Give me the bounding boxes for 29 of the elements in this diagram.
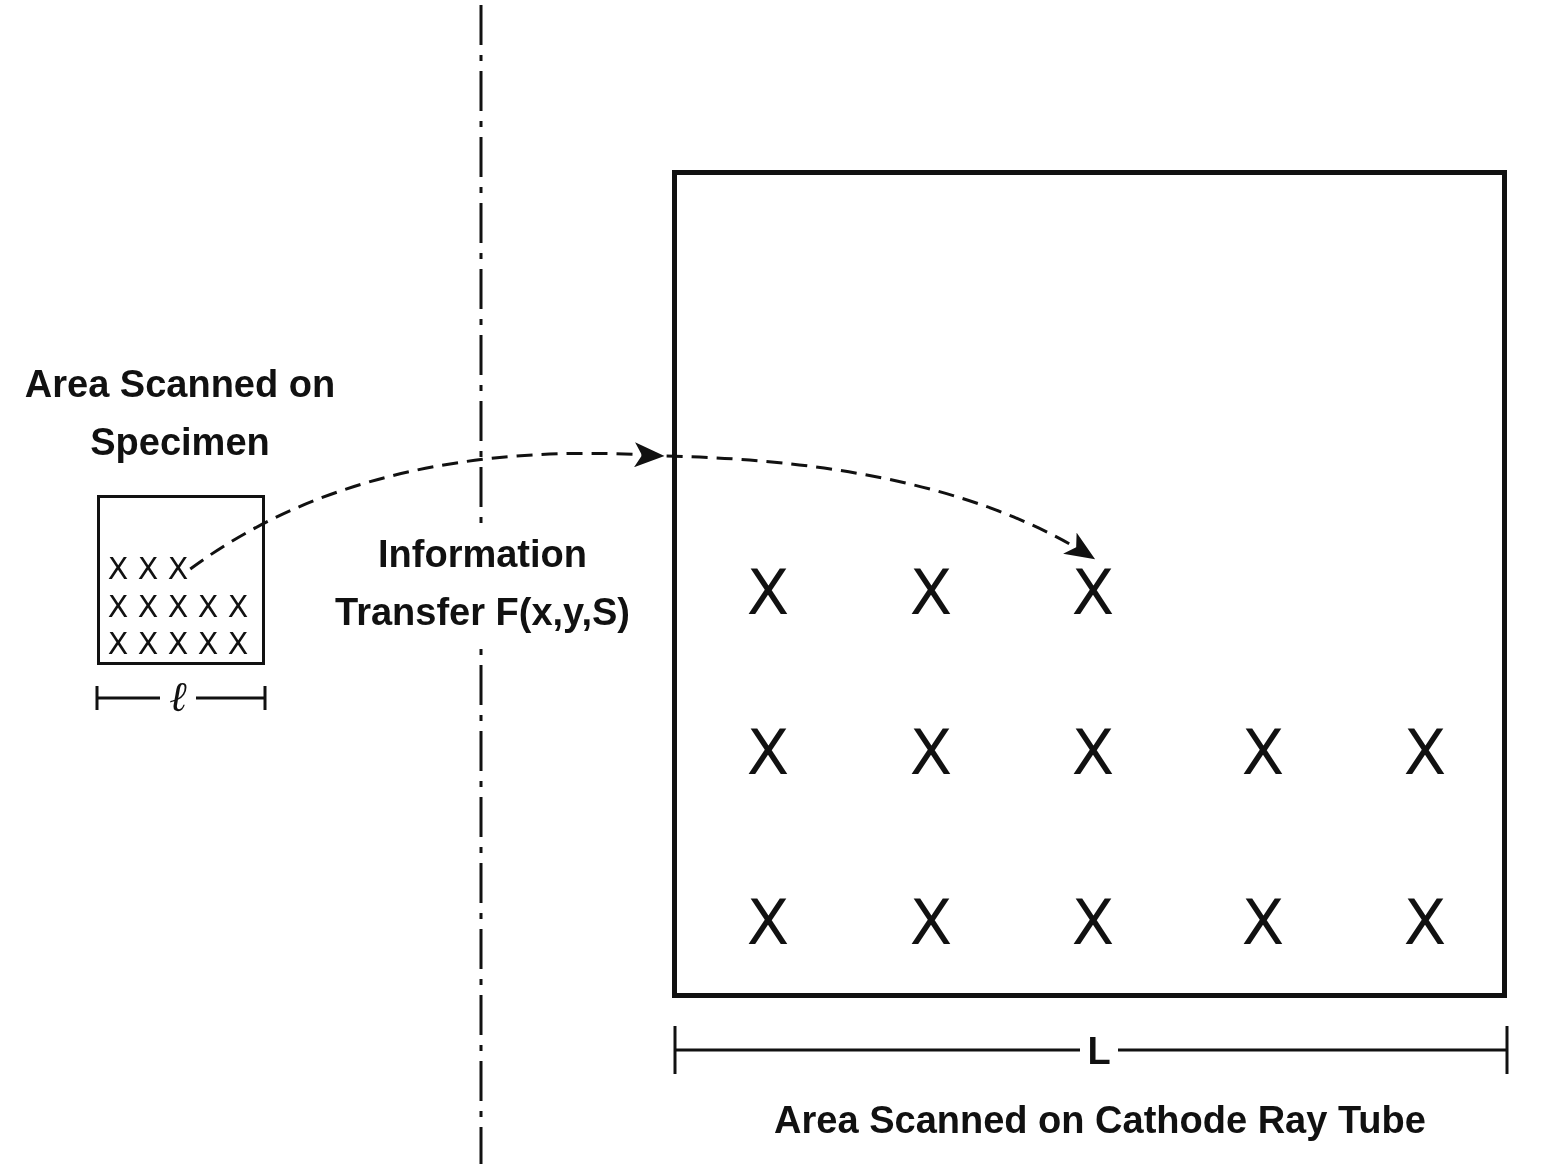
scan-point-mark: X (1071, 892, 1115, 954)
scan-point-mark: X (107, 629, 129, 659)
scan-point-mark: X (1241, 722, 1285, 784)
scan-point-mark: X (746, 562, 790, 624)
scan-point-mark: X (167, 554, 189, 584)
scan-point-mark: X (137, 554, 159, 584)
scan-point-mark: X (1403, 892, 1447, 954)
specimen-area-heading: Area Scanned on Specimen (23, 362, 337, 465)
scan-point-mark: X (107, 592, 129, 622)
scan-point-mark: X (1403, 722, 1447, 784)
scan-point-mark: X (909, 892, 953, 954)
scan-point-mark: X (197, 592, 219, 622)
scan-point-mark: X (137, 629, 159, 659)
scan-point-mark: X (909, 722, 953, 784)
scan-point-mark: X (197, 629, 219, 659)
scan-point-mark: X (909, 562, 953, 624)
scan-point-mark: X (137, 592, 159, 622)
scan-point-mark: X (1241, 892, 1285, 954)
arrow (189, 442, 1095, 571)
scan-point-mark: X (167, 629, 189, 659)
scan-point-mark: X (1071, 562, 1115, 624)
scan-point-mark: X (107, 554, 129, 584)
scan-point-mark: X (227, 592, 249, 622)
scan-point-mark: X (167, 592, 189, 622)
scan-point-mark: X (1071, 722, 1115, 784)
scan-point-mark: X (227, 629, 249, 659)
scan-point-mark: X (746, 722, 790, 784)
scan-point-mark: X (746, 892, 790, 954)
crt-area-heading: Area Scanned on Cathode Ray Tube (773, 1098, 1427, 1143)
